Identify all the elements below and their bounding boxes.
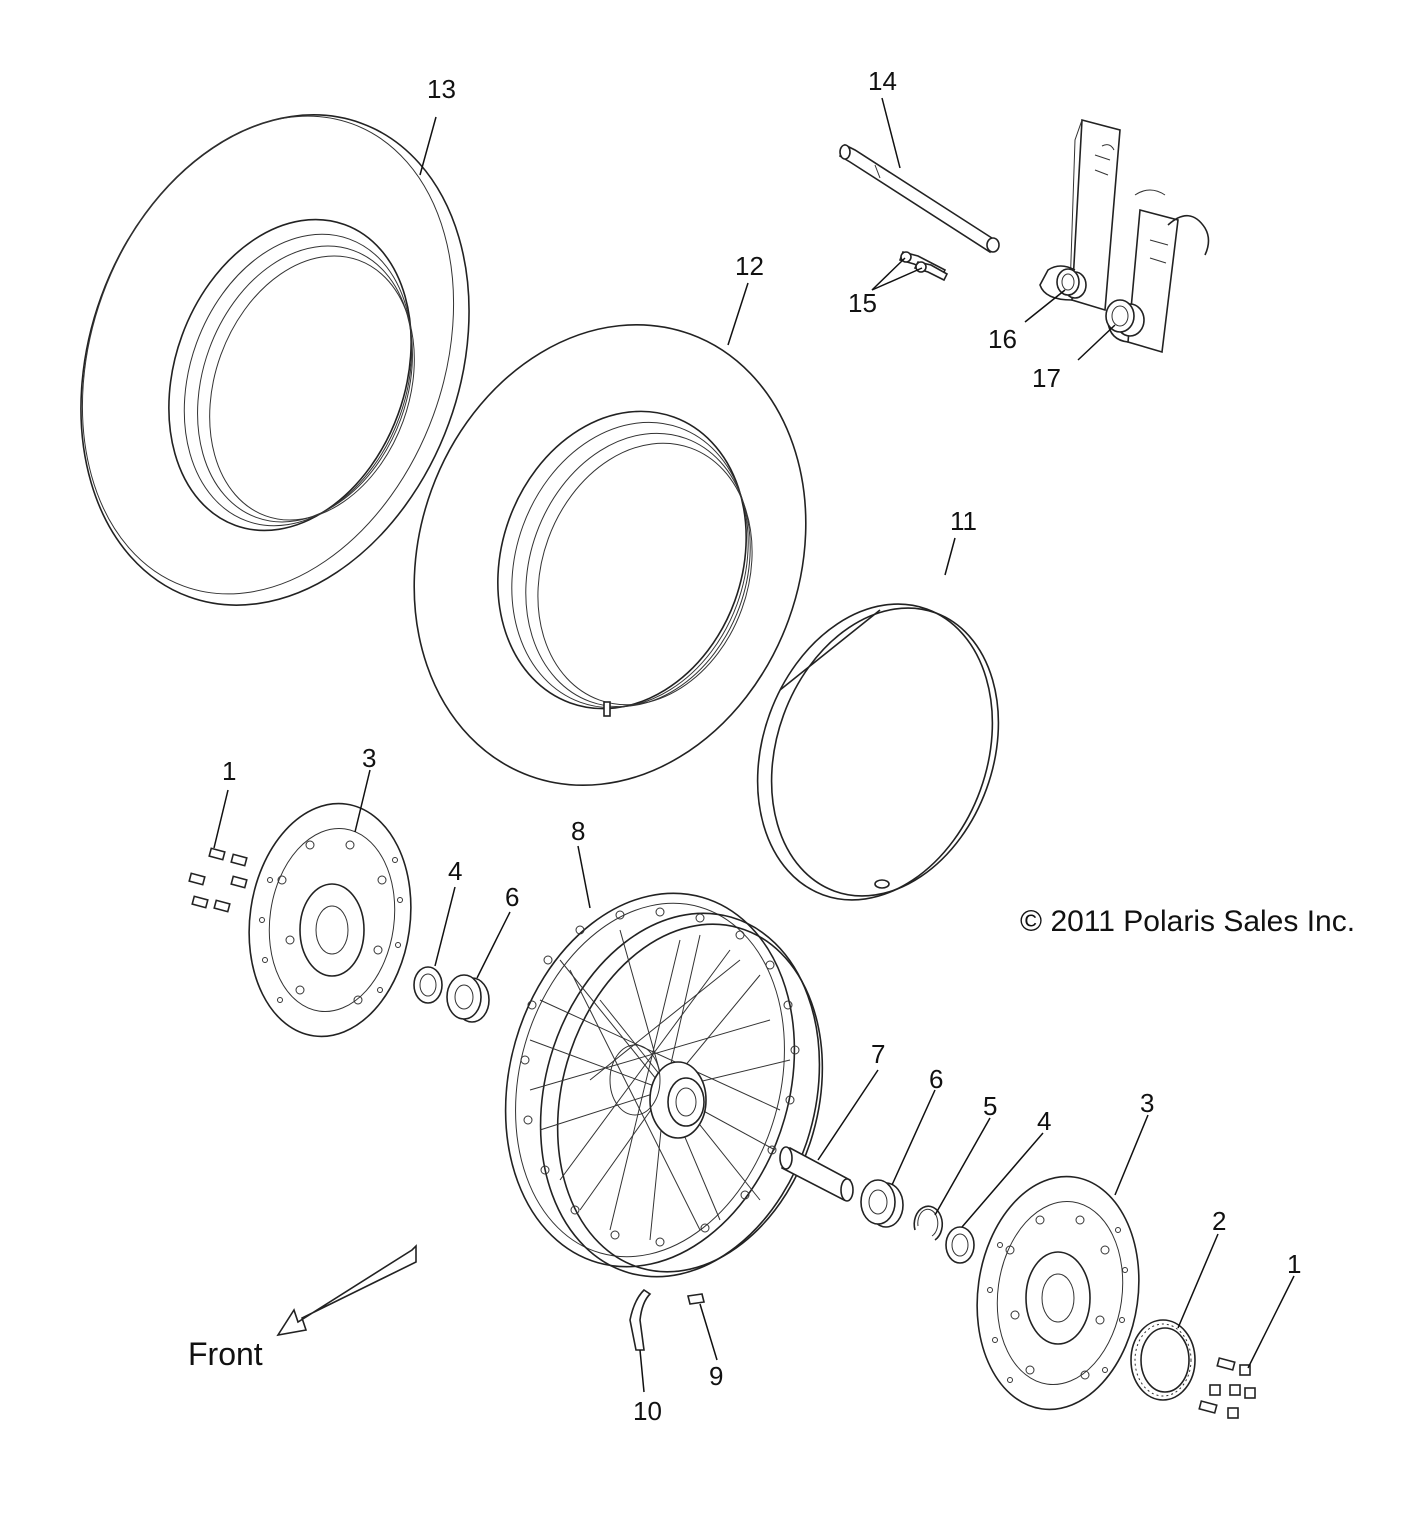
callout-13: 13 (427, 74, 456, 104)
callout-7: 7 (871, 1039, 885, 1069)
front-label: Front (188, 1336, 263, 1372)
callout-10: 10 (633, 1396, 662, 1426)
callout-labels: 13 14 12 15 16 17 11 1 3 4 6 8 7 6 5 4 3… (222, 66, 1301, 1426)
callout-12: 12 (735, 251, 764, 281)
part-9-valve-cap (687, 1293, 705, 1305)
part-3-right-brake-rotor (976, 1175, 1140, 1411)
part-12-tube (413, 324, 807, 786)
part-13-tire (80, 114, 470, 606)
front-arrow (276, 1244, 417, 1337)
callout-9: 9 (709, 1361, 723, 1391)
part-15-pinch-bolts (898, 251, 949, 282)
part-3-left-brake-rotor (248, 802, 412, 1038)
part-16-spacer (1056, 268, 1087, 299)
part-11-rim-band (756, 603, 1000, 901)
part-14-axle (838, 143, 1000, 254)
part-1-left-bolts (188, 847, 248, 913)
part-7-spacer-tube (779, 1146, 854, 1202)
callout-1-right: 1 (1287, 1249, 1301, 1279)
callout-3-left: 3 (362, 743, 376, 773)
leader-lines (213, 97, 1295, 1393)
callout-6-right: 6 (929, 1064, 943, 1094)
callout-5: 5 (983, 1091, 997, 1121)
callout-11: 11 (950, 506, 977, 536)
callout-17: 17 (1032, 363, 1061, 393)
callout-8: 8 (571, 816, 585, 846)
callout-1-left: 1 (222, 756, 236, 786)
callout-16: 16 (988, 324, 1017, 354)
part-6-left-bearing (446, 974, 490, 1023)
callout-4-right: 4 (1037, 1106, 1051, 1136)
part-4-left-seal (413, 966, 443, 1004)
callout-15: 15 (848, 288, 877, 318)
callout-14: 14 (868, 66, 897, 96)
callout-4-left: 4 (448, 856, 462, 886)
copyright-text: © 2011 Polaris Sales Inc. (1020, 905, 1355, 938)
part-17-spacer (1105, 299, 1145, 337)
callout-6-left: 6 (505, 882, 519, 912)
part-1-right-bolts (1198, 1357, 1256, 1419)
callout-2: 2 (1212, 1206, 1226, 1236)
part-2-tone-ring (1130, 1319, 1196, 1401)
part-4-right-seal (945, 1226, 975, 1264)
part-10-valve-stem (629, 1288, 652, 1351)
part-5-circlip (913, 1205, 944, 1241)
part-6-right-bearing (860, 1179, 904, 1228)
part-8-spoked-wheel (504, 892, 824, 1278)
callout-3-right: 3 (1140, 1088, 1154, 1118)
